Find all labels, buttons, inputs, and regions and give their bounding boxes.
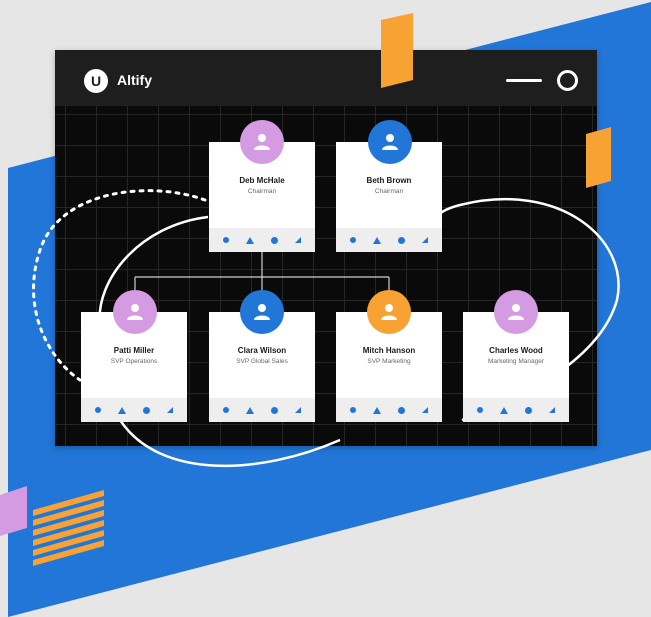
user-icon — [254, 304, 270, 320]
card-footer — [463, 398, 569, 422]
corner-icon[interactable] — [294, 407, 301, 413]
corner-icon[interactable] — [421, 407, 428, 413]
avatar — [113, 290, 157, 334]
triangle-icon[interactable] — [118, 406, 127, 414]
dot-icon[interactable] — [350, 237, 357, 243]
person-role: Marketing Manager — [488, 358, 544, 365]
person-role: SVP Operations — [110, 358, 158, 365]
person-role: SVP Global Sales — [236, 358, 288, 365]
person-name: Beth Brown — [366, 176, 412, 185]
corner-icon[interactable] — [166, 407, 173, 413]
person-name: Mitch Hanson — [362, 346, 416, 355]
circle-icon[interactable] — [524, 406, 532, 414]
card-footer — [209, 228, 315, 252]
card-footer — [81, 398, 187, 422]
circle-icon[interactable] — [397, 236, 405, 244]
dot-icon[interactable] — [95, 407, 102, 413]
triangle-icon[interactable] — [373, 406, 382, 414]
circle-icon[interactable] — [397, 406, 405, 414]
card-footer — [209, 398, 315, 422]
pink-tab — [0, 486, 27, 536]
avatar — [240, 290, 284, 334]
minimize-icon[interactable] — [506, 79, 542, 82]
card-footer — [336, 228, 442, 252]
dot-icon[interactable] — [223, 407, 230, 413]
triangle-icon[interactable] — [373, 236, 382, 244]
dot-icon[interactable] — [477, 407, 484, 413]
user-icon — [382, 134, 398, 150]
person-name: Patti Miller — [113, 346, 155, 355]
circle-icon[interactable] — [270, 406, 278, 414]
triangle-icon[interactable] — [246, 236, 255, 244]
maximize-icon[interactable] — [557, 70, 578, 91]
user-icon — [381, 304, 397, 320]
circle-icon[interactable] — [270, 236, 278, 244]
corner-icon[interactable] — [548, 407, 555, 413]
person-role: SVP Marketing — [367, 358, 411, 365]
title-bar: U Altify — [55, 50, 597, 106]
dot-icon[interactable] — [350, 407, 357, 413]
card-footer — [336, 398, 442, 422]
corner-icon[interactable] — [294, 237, 301, 243]
avatar — [368, 120, 412, 164]
app-title: Altify — [117, 72, 152, 88]
dot-icon[interactable] — [223, 237, 230, 243]
avatar — [494, 290, 538, 334]
altify-logo-icon: U — [84, 69, 108, 93]
user-icon — [254, 134, 270, 150]
corner-icon[interactable] — [421, 237, 428, 243]
person-name: Charles Wood — [489, 346, 543, 355]
orange-stripes — [33, 490, 104, 566]
user-icon — [508, 304, 524, 320]
triangle-icon[interactable] — [246, 406, 255, 414]
avatar — [367, 290, 411, 334]
person-name: Deb McHale — [239, 176, 285, 185]
person-role: Chairman — [374, 188, 404, 195]
user-icon — [127, 304, 143, 320]
org-card[interactable]: Charles Wood Marketing Manager — [463, 312, 569, 422]
avatar — [240, 120, 284, 164]
circle-icon[interactable] — [142, 406, 150, 414]
person-name: Clara Wilson — [237, 346, 287, 355]
person-role: Chairman — [247, 188, 277, 195]
logo-letter: U — [90, 73, 102, 89]
triangle-icon[interactable] — [500, 406, 509, 414]
